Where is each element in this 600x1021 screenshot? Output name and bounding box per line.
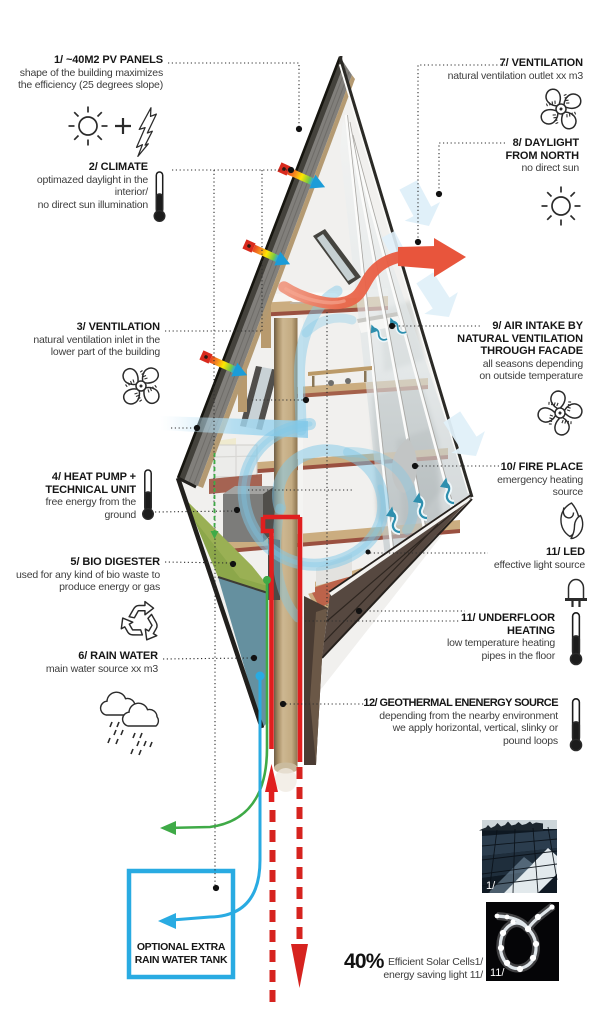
svg-text:11/: 11/ — [490, 967, 505, 979]
svg-text:1/: 1/ — [486, 880, 496, 892]
